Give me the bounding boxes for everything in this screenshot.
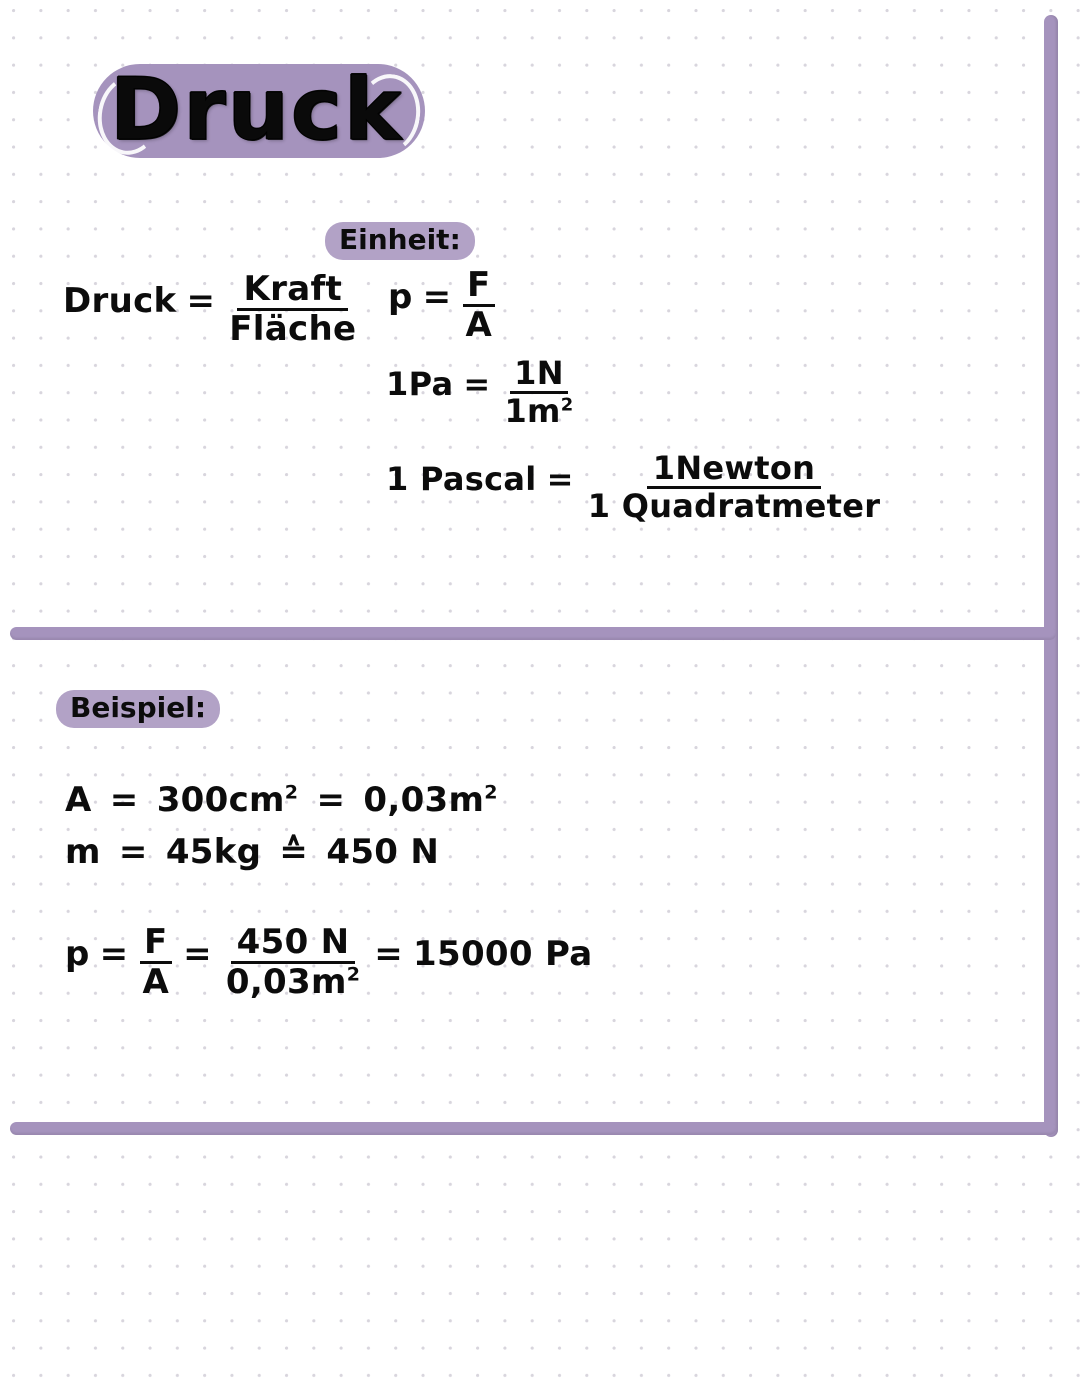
corresponds-to-symbol: ≙ [279, 832, 309, 872]
fraction-numerator: 1Newton [646, 452, 822, 489]
denominator-base: 1m [504, 391, 561, 430]
mass-symbol: m [65, 832, 101, 872]
formula-1pa-left: 1Pa [386, 365, 454, 404]
mass-equals: = [118, 832, 148, 872]
area-equals-2: = [316, 780, 346, 820]
area-value-m-exponent: 2 [484, 781, 498, 804]
section-label-beispiel: Beispiel: [56, 690, 221, 728]
example-calculation: p = F A = 450 N 0,03m2 = 15000 Pa [65, 925, 593, 999]
formula-pascal-left: 1 Pascal [386, 460, 537, 499]
page-title: Druck [109, 60, 404, 161]
fraction-numerator: 1N [510, 357, 568, 394]
fraction-numerator: F [139, 925, 172, 964]
fraction-denominator: Fläche [229, 308, 357, 349]
formula-druck-definition: Druck = Kraft Fläche [63, 272, 360, 346]
denominator-exponent: 2 [346, 963, 361, 986]
fraction-kraft-flaeche: Kraft Fläche [225, 272, 360, 346]
calc-equals-1: = [99, 934, 129, 975]
example-given-mass: m = 45kg ≙ 450 N [65, 832, 439, 872]
formula-druck-left: Druck [63, 281, 177, 322]
calc-result: 15000 Pa [413, 934, 593, 975]
calc-symbol: p [65, 934, 90, 975]
mass-value-newton: 450 N [326, 832, 440, 872]
fraction-denominator: 1m2 [500, 394, 577, 428]
area-value-m: 0,03m [363, 780, 485, 820]
fraction-denominator: A [142, 961, 170, 1002]
formula-one-pascal-short: 1Pa = 1N 1m2 [386, 357, 577, 427]
formula-1pa-equals: = [463, 365, 491, 404]
formula-druck-equals: = [186, 281, 216, 322]
fraction-numerator: 450 N [230, 925, 356, 964]
denominator-exponent: 2 [560, 393, 574, 415]
fraction-450n-over-003m2: 450 N 0,03m2 [222, 925, 364, 999]
formula-p-symbol: p [388, 277, 413, 318]
calc-equals-3: = [374, 934, 404, 975]
denominator-base: 0,03m [225, 961, 347, 1002]
section-label-einheit: Einheit: [325, 222, 475, 260]
fraction-denominator: 1 Quadratmeter [587, 486, 881, 525]
vertical-divider-rail [1044, 15, 1058, 1137]
fraction-numerator: F [462, 268, 495, 307]
title-badge-background [91, 64, 426, 160]
fraction-numerator: Kraft [237, 272, 349, 311]
fraction-f-over-a: F A [461, 268, 496, 342]
formula-pascal-equals: = [546, 460, 574, 499]
calc-equals-2: = [183, 934, 212, 975]
horizontal-divider-top [10, 627, 1056, 640]
area-value-cm: 300cm [156, 780, 285, 820]
mass-value-kg: 45kg [165, 832, 262, 872]
fraction-1n-over-1m2: 1N 1m2 [500, 357, 577, 427]
area-value-cm-exponent: 2 [284, 781, 299, 804]
formula-p-equals-f-over-a: p = F A [388, 268, 496, 342]
fraction-newton-over-quadratmeter: 1Newton 1 Quadratmeter [584, 452, 885, 522]
horizontal-divider-bottom [10, 1122, 1056, 1135]
fraction-f-over-a: F A [138, 925, 173, 999]
fraction-denominator: A [465, 304, 493, 345]
area-symbol: A [65, 780, 92, 820]
fraction-denominator: 0,03m2 [222, 964, 364, 1000]
formula-p-equals: = [422, 277, 452, 318]
area-equals-1: = [109, 780, 139, 820]
example-given-area: A = 300cm2 = 0,03m2 [65, 780, 498, 820]
formula-one-pascal-long: 1 Pascal = 1Newton 1 Quadratmeter [386, 452, 884, 522]
